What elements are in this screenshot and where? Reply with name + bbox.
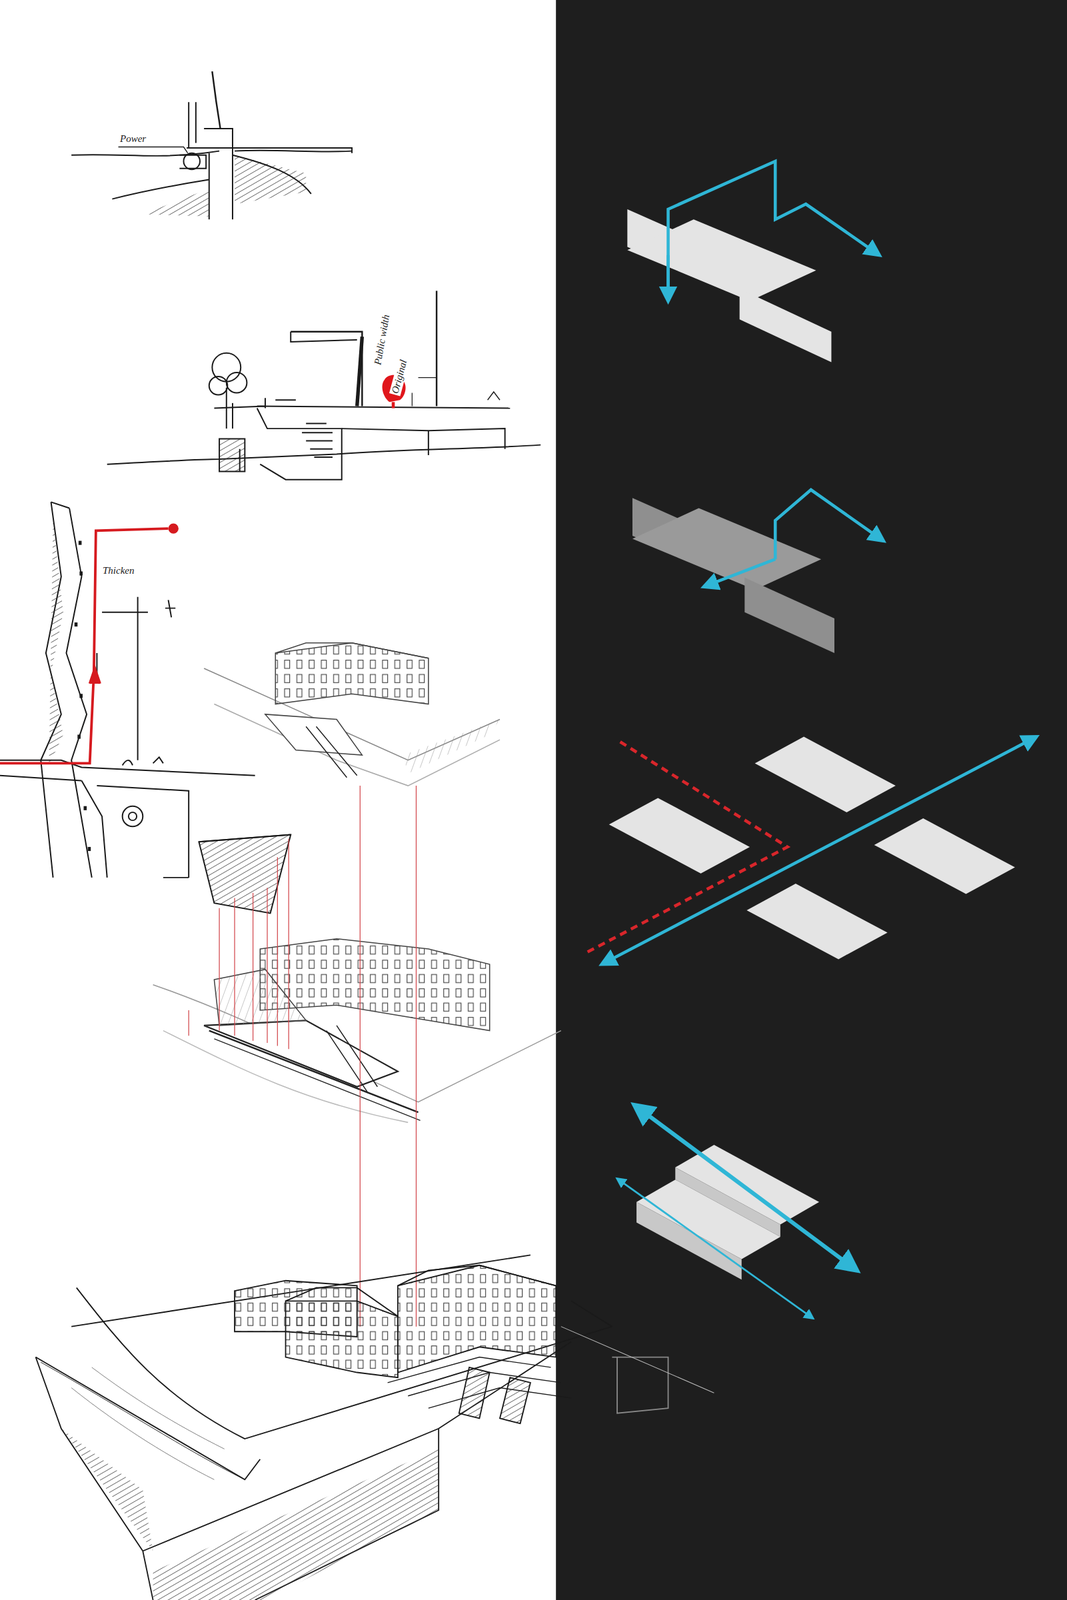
plane-diagram-4 <box>611 1104 857 1319</box>
sketch-annotation: Thicken <box>101 565 136 577</box>
section-sketch-2 <box>107 290 542 480</box>
sketch-annotation: Public width <box>371 312 392 368</box>
section-sketch-1 <box>71 71 352 220</box>
projection-lines <box>188 785 416 1327</box>
plane-diagram-2 <box>632 489 884 654</box>
dark-panel <box>555 0 1067 1600</box>
iso-sketch-a <box>203 643 500 786</box>
iso-sketch-b <box>153 939 562 1123</box>
red-path <box>0 523 179 764</box>
plane-diagram-3 <box>583 737 1037 965</box>
plane-diagram-1 <box>627 161 880 363</box>
tower-sketch <box>0 501 256 878</box>
sketch-annotation: Power <box>118 133 148 145</box>
iso-sketch-main <box>35 1254 715 1600</box>
canopy-sketch <box>198 835 291 914</box>
